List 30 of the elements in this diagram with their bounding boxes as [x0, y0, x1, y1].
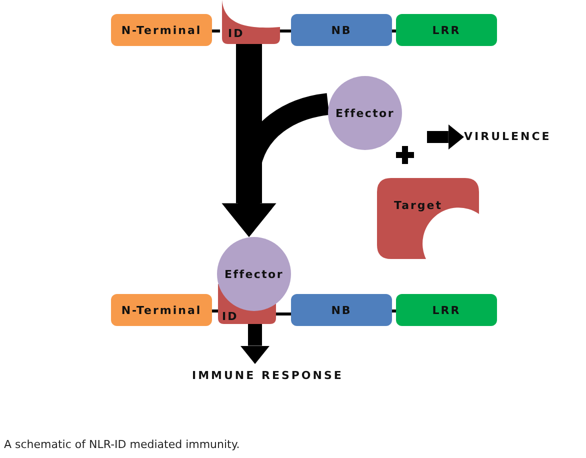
node-label: LRR — [432, 304, 461, 316]
caption: A schematic of NLR-ID mediated immunity. — [4, 438, 240, 451]
connector-line — [280, 30, 291, 32]
node-label: Effector — [224, 268, 284, 280]
connector-line — [212, 310, 218, 312]
domain-box — [111, 294, 212, 326]
connector-line — [392, 30, 396, 32]
node-label: NB — [331, 24, 352, 36]
node-label: LRR — [432, 24, 461, 36]
domain-box — [291, 14, 392, 46]
node-label: N-Terminal — [121, 24, 202, 36]
domain-box — [111, 14, 212, 46]
node-label: VIRULENCE — [464, 130, 552, 142]
node-label: IMMUNE RESPONSE — [192, 368, 344, 382]
node-label: Effector — [336, 106, 394, 120]
node-label: NB — [331, 304, 352, 316]
node-label: ID — [227, 27, 244, 42]
node-label: Target — [393, 198, 443, 212]
connector-line — [392, 310, 396, 312]
arrow — [240, 324, 270, 364]
domain-box — [396, 14, 497, 46]
connector-line — [212, 30, 220, 32]
node-label: N-Terminal — [121, 304, 202, 316]
connector-line — [276, 312, 291, 316]
domain-box — [291, 294, 392, 326]
effector-circle — [217, 237, 291, 311]
arrow — [226, 93, 330, 237]
domain-box — [396, 294, 497, 326]
node-label: ID — [221, 310, 238, 324]
arrow — [427, 124, 464, 150]
